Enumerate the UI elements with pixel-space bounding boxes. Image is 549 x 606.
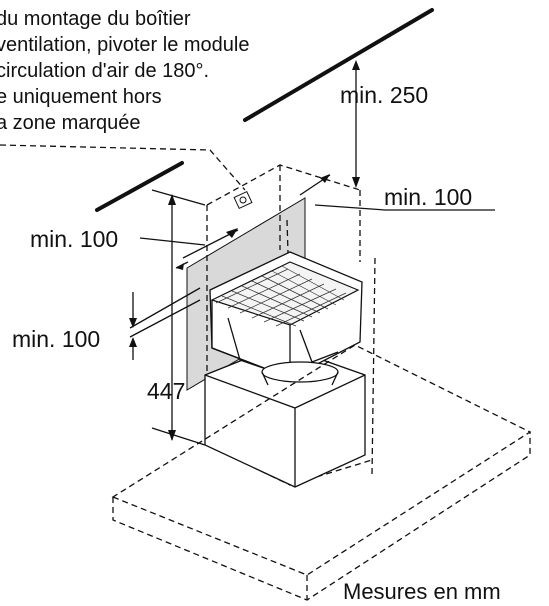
note-line-1: du montage du boîtier — [0, 8, 191, 30]
dim-right-min-100-marker — [299, 174, 495, 211]
rotation-symbol — [233, 190, 253, 210]
recirculation-module — [209, 251, 363, 386]
note-line-2: ventilation, pivoter le module — [0, 34, 250, 56]
units-label: Mesures en mm — [343, 579, 501, 604]
dim-left-lower-label: min. 100 — [12, 326, 101, 352]
dim-top-right-label: min. 250 — [340, 82, 429, 108]
ceiling-line-right — [243, 8, 434, 122]
dim-min-250-marker — [352, 60, 360, 188]
dim-left-upper-label: min. 100 — [30, 226, 119, 252]
hob-outline — [111, 344, 532, 601]
dim-height-label: 447 — [147, 378, 186, 404]
ceiling-line-left — [95, 161, 184, 212]
note-line-3: circulation d'air de 180°. — [0, 60, 210, 82]
dim-447-marker — [151, 189, 206, 446]
note-line-4: e uniquement hors — [0, 86, 162, 108]
note-leader-line — [0, 144, 246, 191]
note-line-5: a zone marquée — [0, 112, 141, 134]
dim-side-right-label: min. 100 — [384, 184, 473, 210]
dim-left-lower-min-100-marker — [129, 287, 201, 360]
